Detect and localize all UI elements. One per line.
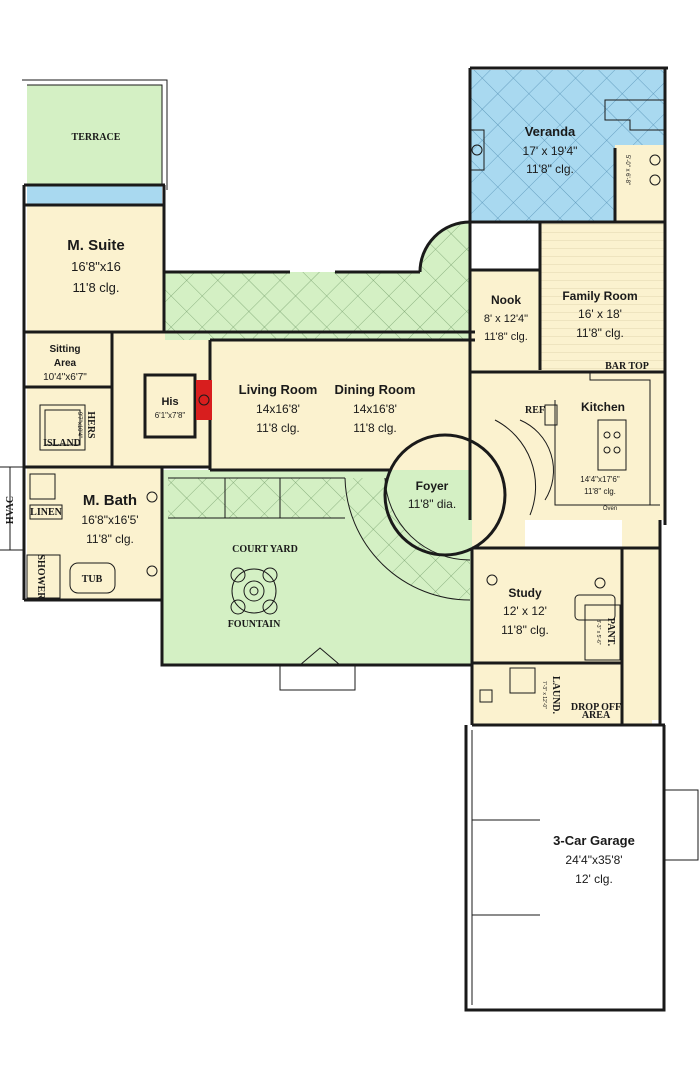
family-clg: 11'8" clg. <box>576 326 624 340</box>
family-size: 16' x 18' <box>578 307 622 321</box>
veranda-bath-fill <box>615 145 665 223</box>
shower-label: SHOWER <box>35 554 46 600</box>
veranda-bath-size: 5'-0" x 6'-8" <box>624 155 630 185</box>
laund-label: LAUND. <box>550 676 561 715</box>
kitchen-label: Kitchen <box>581 400 625 414</box>
garage-fill <box>466 725 664 1010</box>
dining-clg: 11'8 clg. <box>353 421 396 435</box>
garage-clg: 12' clg. <box>575 872 613 886</box>
kitchen-clg: 11'8" clg. <box>584 487 616 496</box>
court-yard-label: COURT YARD <box>232 544 298 555</box>
foyer-size: 11'8" dia. <box>408 497 456 511</box>
upper-terrace-hatch <box>165 222 470 340</box>
family-boards <box>540 222 665 372</box>
study-clg: 11'8" clg. <box>501 623 549 637</box>
sitting-area-fill <box>27 332 112 387</box>
fireplace-icon <box>196 380 212 420</box>
sitting-label-2: Area <box>54 358 77 369</box>
m-bath-label: M. Bath <box>83 492 137 509</box>
hers-closet-fill <box>27 387 112 467</box>
his-label: His <box>161 396 178 408</box>
oven-label: Oven <box>603 506 617 512</box>
nook-fill <box>470 270 540 370</box>
drop-off-label-2: AREA <box>582 710 611 721</box>
garage-label: 3-Car Garage <box>553 833 635 848</box>
study-size: 12' x 12' <box>503 604 547 618</box>
right-hall-fill <box>622 520 660 720</box>
m-suite-area <box>27 205 163 332</box>
fountain-icon <box>230 567 278 615</box>
ref-label: REF <box>525 405 545 416</box>
dining-size: 14x16'8' <box>353 402 397 416</box>
veranda-size: 17' x 19'4" <box>523 144 578 158</box>
living-size: 14x16'8' <box>256 402 300 416</box>
nook-size: 8' x 12'4" <box>484 313 528 325</box>
m-suite-label: M. Suite <box>67 237 125 254</box>
pant-size: 8'-3" x 5'-6" <box>595 619 601 644</box>
nook-clg: 11'8" clg. <box>484 331 528 343</box>
pant-label: PANT. <box>605 618 616 647</box>
hers-label: HERS <box>85 411 96 439</box>
foyer-label: Foyer <box>416 479 449 493</box>
hers-size: 9'7"x10'4" <box>76 412 82 438</box>
island-label: ISLAND <box>43 438 81 449</box>
laund-size: 7'-3" x 12'-0" <box>541 681 547 709</box>
living-label: Living Room <box>239 382 318 397</box>
bar-top-label: BAR TOP <box>605 361 649 372</box>
living-clg: 11'8 clg. <box>256 421 299 435</box>
fountain-label: FOUNTAIN <box>228 619 281 630</box>
terrace-windows <box>27 185 162 205</box>
courtyard-arc <box>345 478 470 600</box>
m-bath-fill <box>27 467 162 600</box>
hvac-label: HVAC <box>5 496 16 524</box>
sitting-size: 10'4"x6'7" <box>43 372 87 383</box>
m-bath-size: 16'8"x16'5' <box>81 513 138 527</box>
study-label: Study <box>508 586 542 600</box>
courtyard-hatch-1 <box>168 478 345 518</box>
terrace-area <box>27 85 162 185</box>
tub-label: TUB <box>82 574 103 585</box>
terrace-label: TERRACE <box>72 132 121 143</box>
veranda-label: Veranda <box>525 124 576 139</box>
veranda-hatch <box>470 70 665 222</box>
dining-label: Dining Room <box>335 382 416 397</box>
nook-label: Nook <box>491 293 521 307</box>
his-size: 6'1"x7'8" <box>155 411 186 420</box>
walls <box>0 66 699 1012</box>
garage-size: 24'4"x35'8' <box>565 853 622 867</box>
drop-off-label: DROP OFF <box>571 702 621 713</box>
fixtures <box>26 99 666 703</box>
m-suite-clg: 11'8 clg. <box>72 280 119 295</box>
veranda-clg: 11'8" clg. <box>526 162 574 176</box>
m-bath-clg: 11'8" clg. <box>86 532 134 546</box>
family-label: Family Room <box>562 289 637 303</box>
sitting-label: Sitting <box>49 344 80 355</box>
m-suite-size: 16'8"x16 <box>71 259 121 274</box>
linen-label: LINEN <box>30 507 62 518</box>
kitchen-size: 14'4"x17'6" <box>580 475 620 484</box>
